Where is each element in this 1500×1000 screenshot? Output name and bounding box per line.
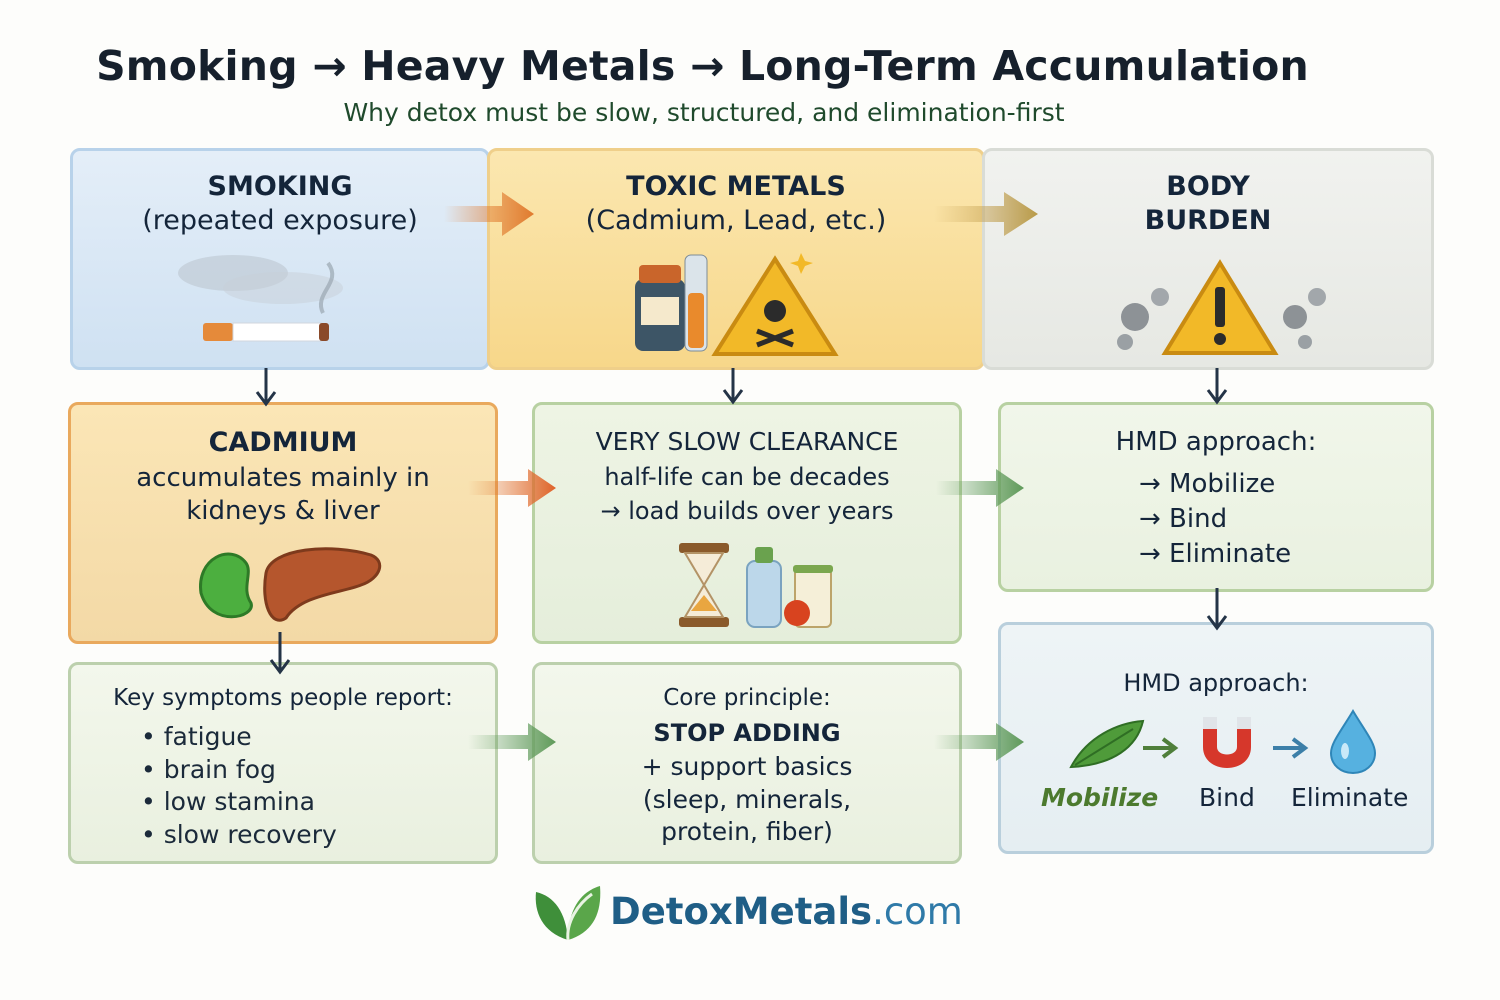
leaf-icon <box>1069 719 1145 769</box>
principle-line5: protein, fiber) <box>661 817 833 846</box>
arrow-down-cadmium <box>269 632 291 675</box>
arrow-metals-to-burden <box>934 192 1038 236</box>
brand-logo-text: DetoxMetals.com <box>610 890 963 933</box>
list-item: fatigue <box>141 721 337 754</box>
arrow-symptoms-to-principle <box>468 723 556 761</box>
hmd2-mobilize-label: Mobilize <box>1041 783 1159 812</box>
brand-name: DetoxMetals <box>610 890 873 933</box>
arrow-right-icon <box>1273 737 1309 759</box>
toxic-metals-panel: TOXIC METALS (Cadmium, Lead, etc.) <box>487 148 985 370</box>
symptoms-panel: Key symptoms people report: fatigue brai… <box>68 662 498 864</box>
smoking-panel: SMOKING (repeated exposure) <box>70 148 490 370</box>
hmd-approach-visual-panel: HMD approach: Mobilize Bind Eliminate <box>998 622 1434 854</box>
hourglass-icon <box>679 543 833 628</box>
hmd2-heading: HMD approach: <box>1123 669 1309 697</box>
symptoms-heading: Key symptoms people report: <box>113 685 453 711</box>
clearance-heading: VERY SLOW CLEARANCE <box>595 427 899 456</box>
page-subtitle: Why detox must be slow, structured, and … <box>343 98 1065 127</box>
arrow-down-metals <box>722 368 744 405</box>
slow-clearance-panel: VERY SLOW CLEARANCE half-life can be dec… <box>532 402 962 644</box>
cadmium-heading: CADMIUM <box>208 427 358 458</box>
arrow-cadmium-to-clearance <box>468 469 556 507</box>
hmd2-eliminate-label: Eliminate <box>1291 783 1409 812</box>
burden-heading-line2: BURDEN <box>1144 205 1272 236</box>
principle-line3: + support basics <box>641 752 853 781</box>
list-item: low stamina <box>141 786 337 819</box>
kidney-liver-icon <box>199 547 382 622</box>
cadmium-line1: accumulates mainly in <box>136 463 430 493</box>
arrow-down-smoking <box>255 368 277 407</box>
body-burden-panel: BODY BURDEN <box>982 148 1434 370</box>
arrow-clearance-to-hmd <box>936 469 1024 507</box>
magnet-icon <box>1203 717 1251 768</box>
principle-line4: (sleep, minerals, <box>642 785 852 814</box>
arrow-down-hmd <box>1206 588 1228 631</box>
smoking-heading: SMOKING <box>207 171 353 202</box>
clearance-line2: → load builds over years <box>600 497 894 525</box>
arrow-down-burden <box>1206 368 1228 405</box>
hmd-approach-panel: HMD approach: → Mobilize → Bind → Elimin… <box>998 402 1434 592</box>
detoxmetals-leaf-logo-icon <box>535 886 601 941</box>
burden-heading-line1: BODY <box>1166 171 1250 202</box>
hmd1-heading: HMD approach: <box>1115 427 1317 457</box>
list-item: slow recovery <box>141 819 337 852</box>
principle-line1: Core principle: <box>663 685 831 711</box>
water-drop-icon <box>1329 709 1377 775</box>
toxic-warning-icon <box>635 253 839 356</box>
symptoms-list: fatigue brain fog low stamina slow recov… <box>141 721 337 851</box>
arrow-smoking-to-metals <box>444 192 534 236</box>
brand-domain: .com <box>872 890 963 933</box>
cigarette-icon <box>178 255 343 342</box>
metals-subheading: (Cadmium, Lead, etc.) <box>585 205 887 236</box>
hmd2-bind-label: Bind <box>1199 783 1255 812</box>
smoking-subheading: (repeated exposure) <box>142 205 418 236</box>
clearance-line1: half-life can be decades <box>604 463 890 491</box>
hmd1-step-mobilize: → Mobilize <box>1139 469 1276 499</box>
arrow-right-icon <box>1143 737 1179 759</box>
warning-icon <box>1117 259 1326 355</box>
list-item: brain fog <box>141 754 337 787</box>
metals-heading: TOXIC METALS <box>626 171 846 202</box>
hmd1-step-bind: → Bind <box>1139 504 1228 534</box>
arrow-principle-to-hmd <box>934 723 1024 761</box>
cadmium-line2: kidneys & liver <box>186 496 380 526</box>
principle-line2: STOP ADDING <box>653 719 841 747</box>
hmd1-step-eliminate: → Eliminate <box>1139 539 1292 569</box>
page-title: Smoking → Heavy Metals → Long-Term Accum… <box>96 42 1309 90</box>
core-principle-panel: Core principle: STOP ADDING + support ba… <box>532 662 962 864</box>
cadmium-panel: CADMIUM accumulates mainly in kidneys & … <box>68 402 498 644</box>
